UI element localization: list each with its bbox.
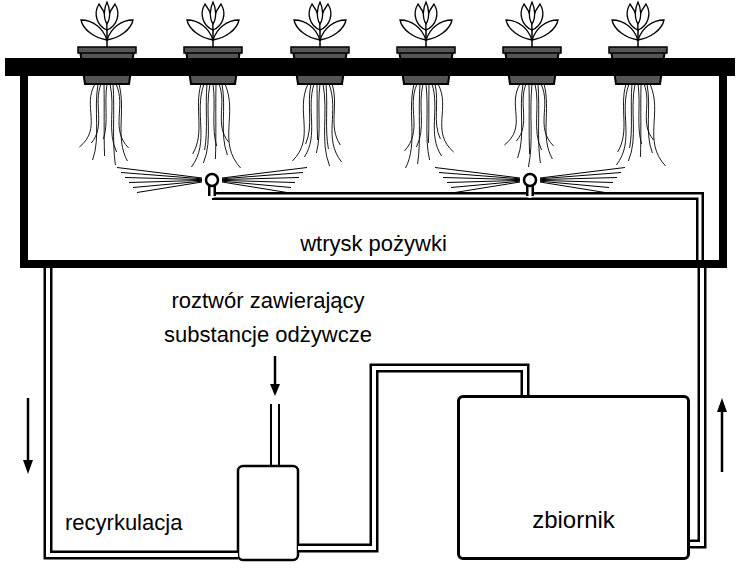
flow-arrow-up: [717, 398, 727, 472]
plants: [78, 2, 667, 168]
flow-arrow-down: [23, 398, 33, 474]
plant: [78, 2, 136, 165]
node-text: zbiornik: [532, 506, 615, 534]
plant: [503, 2, 561, 167]
node-text: wtrysk pożywki: [300, 231, 447, 257]
inlet-label: roztwór zawierający substancje odżywcze: [130, 284, 406, 352]
inlet-pipe: [271, 404, 279, 466]
mixing-vessel: [238, 466, 298, 560]
tank-box: zbiornik: [457, 395, 690, 560]
plant: [291, 2, 349, 166]
plant: [609, 2, 667, 166]
pipe-connector: [690, 268, 702, 544]
edge-label: recyrkulacja: [62, 510, 185, 536]
growing-chamber: wtrysk pożywki: [20, 58, 727, 268]
inlet-arrow: [270, 356, 280, 396]
plant: [397, 2, 455, 168]
plant: [184, 2, 242, 168]
feed-pipe: [117, 168, 700, 263]
pipe-connector: [48, 268, 525, 555]
